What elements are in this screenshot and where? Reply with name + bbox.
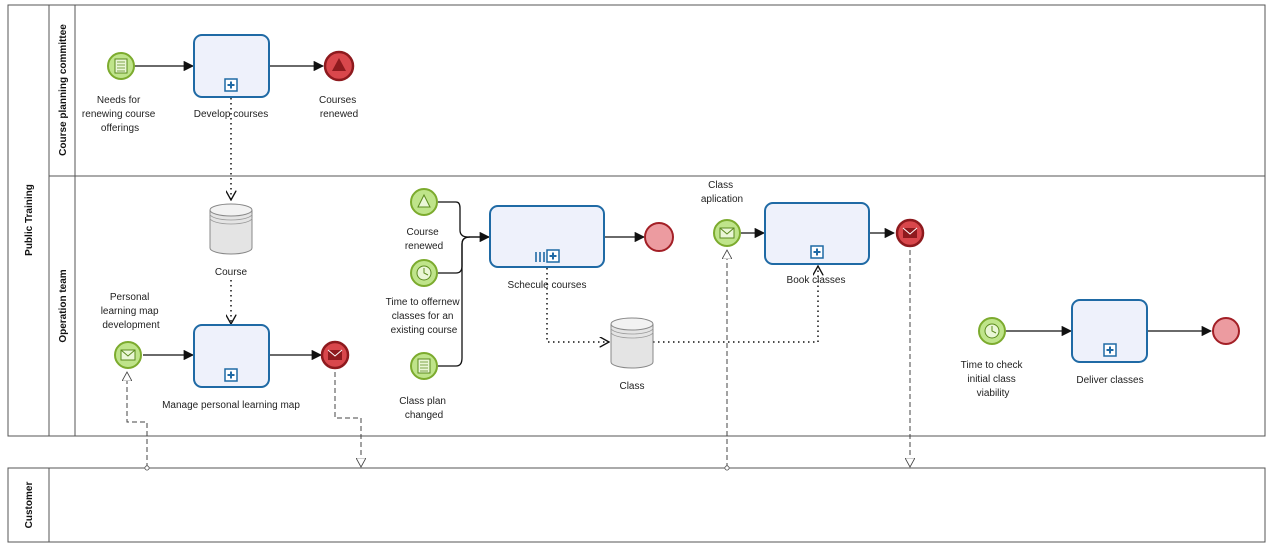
- pool-title-public-training: Public Training: [24, 184, 35, 256]
- task-deliver-classes-label: Deliver classes: [1076, 375, 1143, 386]
- message-flows: [127, 250, 910, 468]
- start-event-personal-map[interactable]: Personal learning map development: [101, 292, 162, 369]
- start-event-course-renewed[interactable]: Course renewed: [405, 188, 443, 252]
- flow-renewed-to-schedule: [438, 201, 491, 243]
- courses-renewed-end-label: Courses renewed: [319, 95, 359, 120]
- assoc-schedule-to-class: [546, 268, 609, 342]
- assoc-class-to-book: [653, 266, 818, 343]
- needs-renewing-label: Needs for renewing course offerings: [82, 95, 158, 134]
- task-deliver-classes[interactable]: Deliver classes: [1071, 299, 1148, 386]
- start-event-time-check[interactable]: Time to check initial class viability: [961, 317, 1026, 399]
- personal-map-label: Personal learning map development: [101, 292, 162, 331]
- time-check-label: Time to check initial class viability: [961, 360, 1026, 399]
- start-event-class-application[interactable]: Class aplication: [701, 180, 743, 247]
- pool-title-customer: Customer: [24, 482, 35, 529]
- course-renewed-label: Course renewed: [405, 227, 443, 252]
- task-book-classes-label: Book classes: [787, 275, 846, 286]
- end-event-deliver[interactable]: [1212, 317, 1240, 345]
- datastore-course-label: Course: [215, 267, 248, 278]
- msg-customer-to-map: [127, 372, 147, 468]
- task-book-classes[interactable]: Book classes: [764, 202, 870, 286]
- customer-pool: Customer: [7, 467, 1266, 543]
- task-schedule-courses[interactable]: Schecule courses: [489, 205, 605, 291]
- end-event-schedule[interactable]: [644, 222, 674, 252]
- task-develop-courses-label: Develop courses: [194, 109, 268, 120]
- class-application-label: Class aplication: [701, 180, 743, 205]
- datastore-class[interactable]: Class: [610, 317, 654, 392]
- start-event-class-plan-changed[interactable]: Class plan changed: [399, 352, 448, 421]
- task-manage-learning-map-label: Manage personal learning map: [162, 400, 300, 411]
- end-event-courses-renewed[interactable]: Courses renewed: [319, 50, 359, 120]
- flow-plan-to-schedule: [438, 236, 471, 367]
- task-manage-learning-map[interactable]: Manage personal learning map: [162, 324, 300, 411]
- end-event-book-classes[interactable]: [895, 218, 925, 248]
- lane-title-course-planning: Course planning committee: [58, 24, 69, 156]
- time-offer-label: Time to offernew classes for an existing…: [386, 297, 463, 336]
- start-event-needs-renewing[interactable]: Needs for renewing course offerings: [82, 52, 158, 134]
- datastore-course[interactable]: Course: [209, 203, 253, 278]
- task-schedule-courses-label: Schecule courses: [508, 280, 587, 291]
- end-event-manage-map[interactable]: [320, 340, 350, 370]
- msg-end-to-customer: [334, 372, 361, 467]
- sequence-flows: [134, 60, 1213, 367]
- class-plan-changed-label: Class plan changed: [399, 396, 448, 421]
- data-associations: [231, 98, 818, 342]
- start-event-time-offer[interactable]: Time to offernew classes for an existing…: [386, 259, 463, 336]
- task-develop-courses[interactable]: Develop courses: [193, 34, 270, 120]
- lane-title-operation-team: Operation team: [58, 269, 69, 342]
- datastore-class-label: Class: [619, 381, 644, 392]
